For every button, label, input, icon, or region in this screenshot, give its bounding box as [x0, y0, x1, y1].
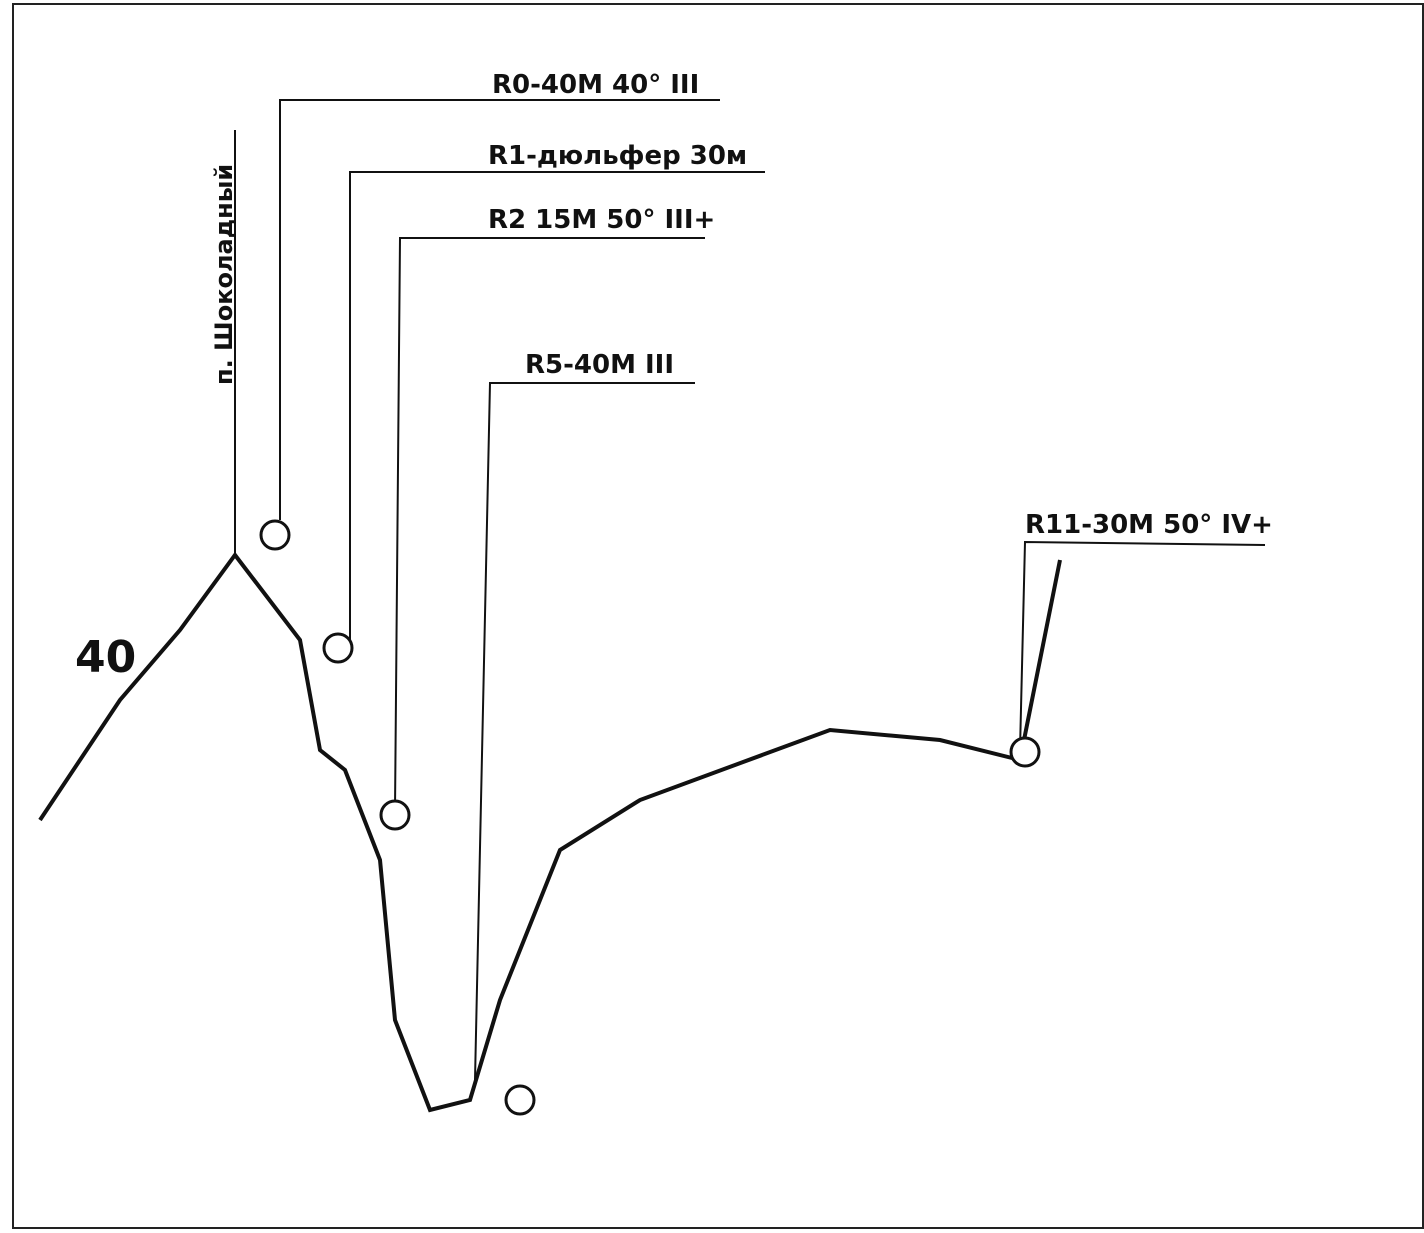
label-r0: R0-40M 40° III	[492, 70, 699, 100]
label-r2: R2 15M 50° III+	[488, 205, 715, 235]
label-r11: R11-30M 50° IV+	[1025, 510, 1273, 540]
leader-r1	[349, 171, 765, 650]
leader-r0	[279, 99, 720, 520]
frame	[12, 3, 1424, 1229]
label-grade-40: 40	[75, 632, 136, 683]
label-peak-left: п. Шоколадный	[210, 164, 238, 385]
leader-r5	[474, 382, 695, 1081]
label-r5: R5-40M III	[525, 350, 674, 380]
leader-r2	[394, 237, 705, 811]
leader-r11	[1019, 540, 1266, 751]
ridge-line	[38, 551, 1062, 1113]
label-r1: R1-дюльфер 30м	[488, 141, 747, 171]
piton-markers	[259, 519, 1041, 1116]
